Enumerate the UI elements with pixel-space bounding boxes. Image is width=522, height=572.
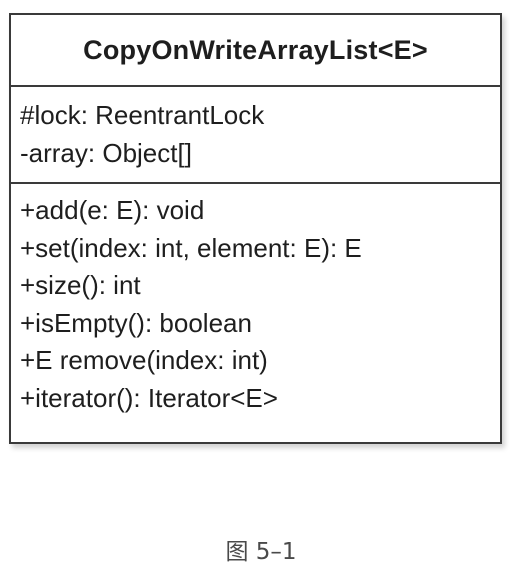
operation-add: +add(e: E): void [20, 195, 205, 225]
class-name-compartment: CopyOnWriteArrayList<E> [11, 15, 500, 87]
operation-iterator: +iterator(): Iterator<E> [20, 382, 278, 413]
operation-size: +size(): int [20, 270, 141, 300]
operation-is-empty: +isEmpty(): boolean [20, 307, 252, 338]
uml-class-box: CopyOnWriteArrayList<E> #lock: Reentrant… [9, 13, 502, 444]
attributes-compartment: #lock: ReentrantLock -array: Object[] [11, 87, 500, 184]
operations-compartment: +add(e: E): void +set(index: int, elemen… [11, 184, 500, 442]
attribute-lock: #lock: ReentrantLock [20, 100, 265, 130]
figure-caption: 图 5–1 [225, 539, 297, 565]
class-name: CopyOnWriteArrayList<E> [83, 34, 428, 65]
attribute-array: -array: Object[] [20, 137, 192, 168]
operation-remove: +E remove(index: int) [20, 345, 268, 375]
operation-set: +set(index: int, element: E): E [20, 232, 362, 263]
